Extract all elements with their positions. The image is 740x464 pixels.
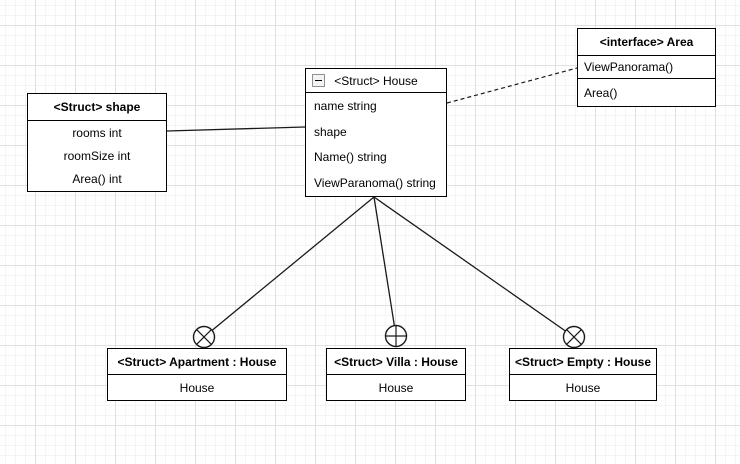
node-apartment-title[interactable]: <Struct> Apartment : House bbox=[108, 349, 286, 375]
field-row[interactable]: House bbox=[378, 380, 414, 395]
field-row[interactable]: ViewParanoma() string bbox=[314, 176, 436, 191]
house-empty-link[interactable] bbox=[373, 196, 575, 338]
node-house[interactable]: <Struct> House name string shape Name() … bbox=[305, 68, 447, 197]
field-row[interactable]: Area() int bbox=[72, 172, 122, 187]
circle-cross-icon[interactable] bbox=[192, 325, 216, 349]
field-row[interactable]: House bbox=[565, 380, 601, 395]
node-empty[interactable]: <Struct> Empty : House House bbox=[509, 348, 657, 401]
node-shape[interactable]: <Struct> shape rooms int roomSize int Ar… bbox=[27, 93, 167, 192]
node-villa[interactable]: <Struct> Villa : House House bbox=[326, 348, 466, 401]
node-house-header[interactable]: <Struct> House bbox=[306, 69, 446, 93]
field-row[interactable]: name string bbox=[314, 98, 377, 113]
node-shape-title[interactable]: <Struct> shape bbox=[28, 94, 166, 121]
node-area-title[interactable]: <interface> Area bbox=[578, 29, 715, 56]
house-villa-link[interactable] bbox=[373, 196, 397, 337]
node-empty-title[interactable]: <Struct> Empty : House bbox=[510, 349, 656, 375]
circle-plus-icon[interactable] bbox=[384, 324, 408, 348]
field-row[interactable]: Name() string bbox=[314, 150, 387, 165]
field-row[interactable]: rooms int bbox=[72, 125, 122, 140]
field-row[interactable]: roomSize int bbox=[63, 148, 131, 163]
node-house-title: <Struct> House bbox=[334, 73, 418, 88]
node-villa-title[interactable]: <Struct> Villa : House bbox=[327, 349, 465, 375]
field-row[interactable]: shape bbox=[314, 124, 347, 139]
field-row[interactable]: Area() bbox=[584, 85, 618, 100]
house-area-link[interactable] bbox=[446, 67, 578, 104]
house-apartment-link[interactable] bbox=[203, 196, 375, 338]
field-row[interactable]: House bbox=[179, 380, 215, 395]
collapse-minus-icon[interactable] bbox=[312, 73, 325, 87]
node-area[interactable]: <interface> Area ViewPanorama() Area() bbox=[577, 28, 716, 107]
circle-cross-icon[interactable] bbox=[562, 325, 586, 349]
field-row[interactable]: ViewPanorama() bbox=[578, 56, 715, 79]
shape-house-link[interactable] bbox=[166, 126, 306, 132]
node-apartment[interactable]: <Struct> Apartment : House House bbox=[107, 348, 287, 401]
